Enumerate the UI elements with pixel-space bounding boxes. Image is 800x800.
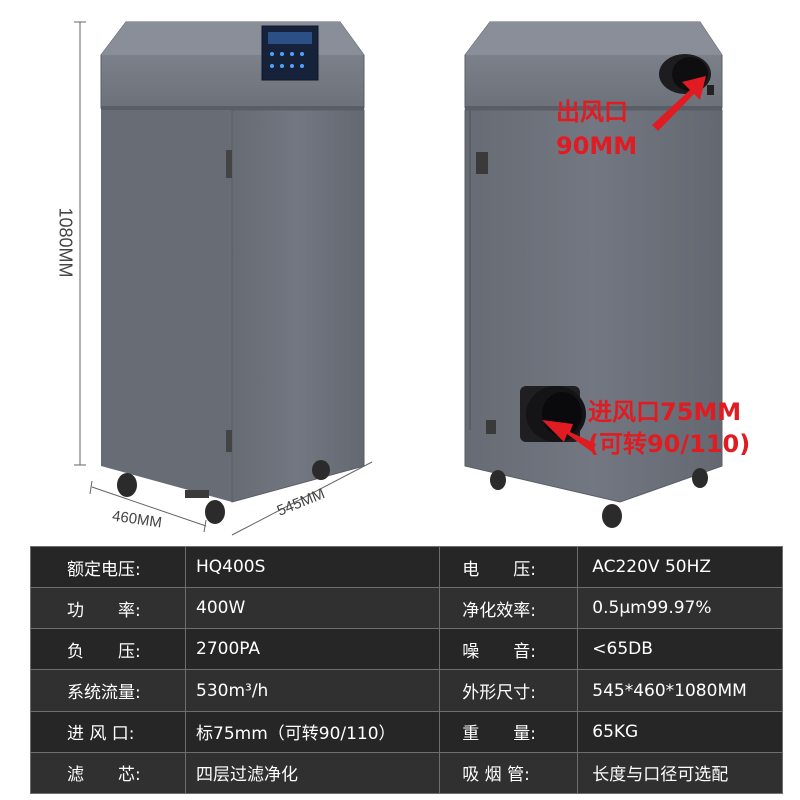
product-image-area: 1080MM 460MM 545MM 出风口 90MM 进风口75MM (可转9… bbox=[55, 21, 750, 536]
spec-value: 530m³/h bbox=[184, 669, 441, 712]
spec-value: <65DB bbox=[577, 628, 783, 671]
spec-label: 噪 音: bbox=[439, 628, 579, 671]
spec-label: 进 风 口: bbox=[30, 710, 186, 753]
inlet-callout-line1: 进风口75MM bbox=[588, 398, 742, 426]
inlet-port bbox=[520, 386, 586, 442]
height-dimension-label: 1080MM bbox=[55, 207, 76, 278]
spec-value: 标75mm（可转90/110） bbox=[184, 710, 441, 753]
spec-row: 滤 芯:四层过滤净化吸 烟 管:长度与口径可选配 bbox=[30, 751, 783, 795]
spec-value: 0.5μm99.97% bbox=[577, 587, 783, 630]
spec-value: AC220V 50HZ bbox=[577, 545, 783, 589]
outlet-callout: 出风口 90MM bbox=[556, 98, 637, 160]
left-cabinet bbox=[100, 21, 365, 524]
spec-label: 负 压: bbox=[30, 628, 186, 671]
spec-label: 吸 烟 管: bbox=[439, 751, 579, 795]
spec-row: 进 风 口:标75mm（可转90/110）重 量:65KG bbox=[30, 710, 783, 753]
callout-arrows bbox=[542, 76, 706, 452]
caster-wheels bbox=[117, 460, 330, 524]
inlet-callout: 进风口75MM (可转90/110) bbox=[588, 398, 750, 458]
outlet-callout-line1: 出风口 bbox=[556, 98, 628, 126]
spec-value: 400W bbox=[184, 587, 441, 630]
product-illustration bbox=[74, 21, 723, 536]
spec-value: 545*460*1080MM bbox=[577, 669, 783, 712]
spec-value: 2700PA bbox=[184, 628, 441, 671]
spec-label: 额定电压: bbox=[30, 545, 186, 589]
spec-label: 功 率: bbox=[30, 587, 186, 630]
inlet-callout-line2: (可转90/110) bbox=[588, 430, 751, 458]
spec-label: 电 压: bbox=[439, 545, 579, 589]
spec-label: 重 量: bbox=[439, 710, 579, 753]
spec-value: 65KG bbox=[577, 710, 783, 753]
spec-label: 外形尺寸: bbox=[439, 669, 579, 712]
spec-value: 四层过滤净化 bbox=[184, 751, 441, 795]
spec-label: 系统流量: bbox=[30, 669, 186, 712]
height-dimension-line bbox=[74, 21, 86, 466]
spec-label: 净化效率: bbox=[439, 587, 579, 630]
outlet-callout-line2: 90MM bbox=[556, 132, 638, 160]
spec-value: HQ400S bbox=[184, 545, 441, 589]
spec-label: 滤 芯: bbox=[30, 751, 186, 795]
base-dimension-lines bbox=[89, 461, 373, 536]
spec-value: 长度与口径可选配 bbox=[577, 751, 783, 795]
